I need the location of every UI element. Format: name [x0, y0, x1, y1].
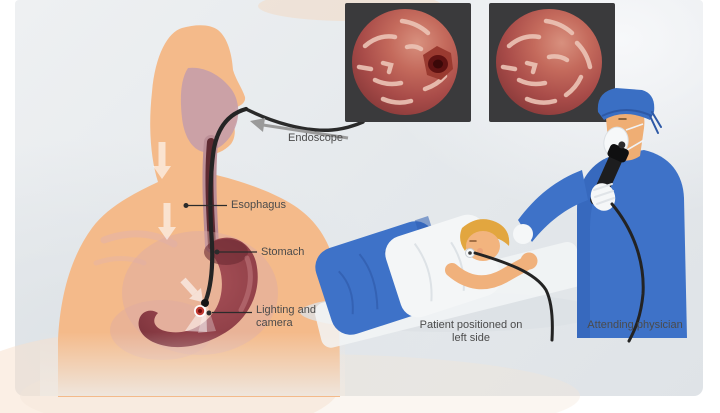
ulcer-crater [423, 46, 453, 80]
body-fade [40, 332, 345, 396]
endoscope-pointer-arrow [250, 118, 349, 140]
esophagus-leader [183, 203, 227, 208]
swallow-direction-arrows [153, 142, 204, 303]
ulcer-spot [194, 305, 206, 317]
physician-figure [513, 88, 687, 338]
endoscope-tube [203, 106, 365, 303]
patient-caption: Patient positioned on left side [419, 319, 523, 344]
endoscopic-view-ulcer-panel [345, 3, 471, 122]
pharynx-region [180, 67, 239, 152]
physician-caption: Attending physician [587, 319, 683, 331]
endoscope-tip-and-light [185, 299, 216, 333]
stomach-leader [214, 249, 257, 255]
lighting-leader [206, 310, 252, 316]
body-figure [58, 25, 340, 397]
endoscope-cords [473, 202, 645, 343]
stomach-label: Stomach [261, 246, 305, 258]
endoscope-label: Endoscope [288, 132, 344, 144]
lighting-camera-label: Lighting and camera [256, 304, 316, 329]
esophagus-label: Esophagus [231, 199, 287, 211]
endoscopic-view-normal-panel [489, 3, 615, 122]
